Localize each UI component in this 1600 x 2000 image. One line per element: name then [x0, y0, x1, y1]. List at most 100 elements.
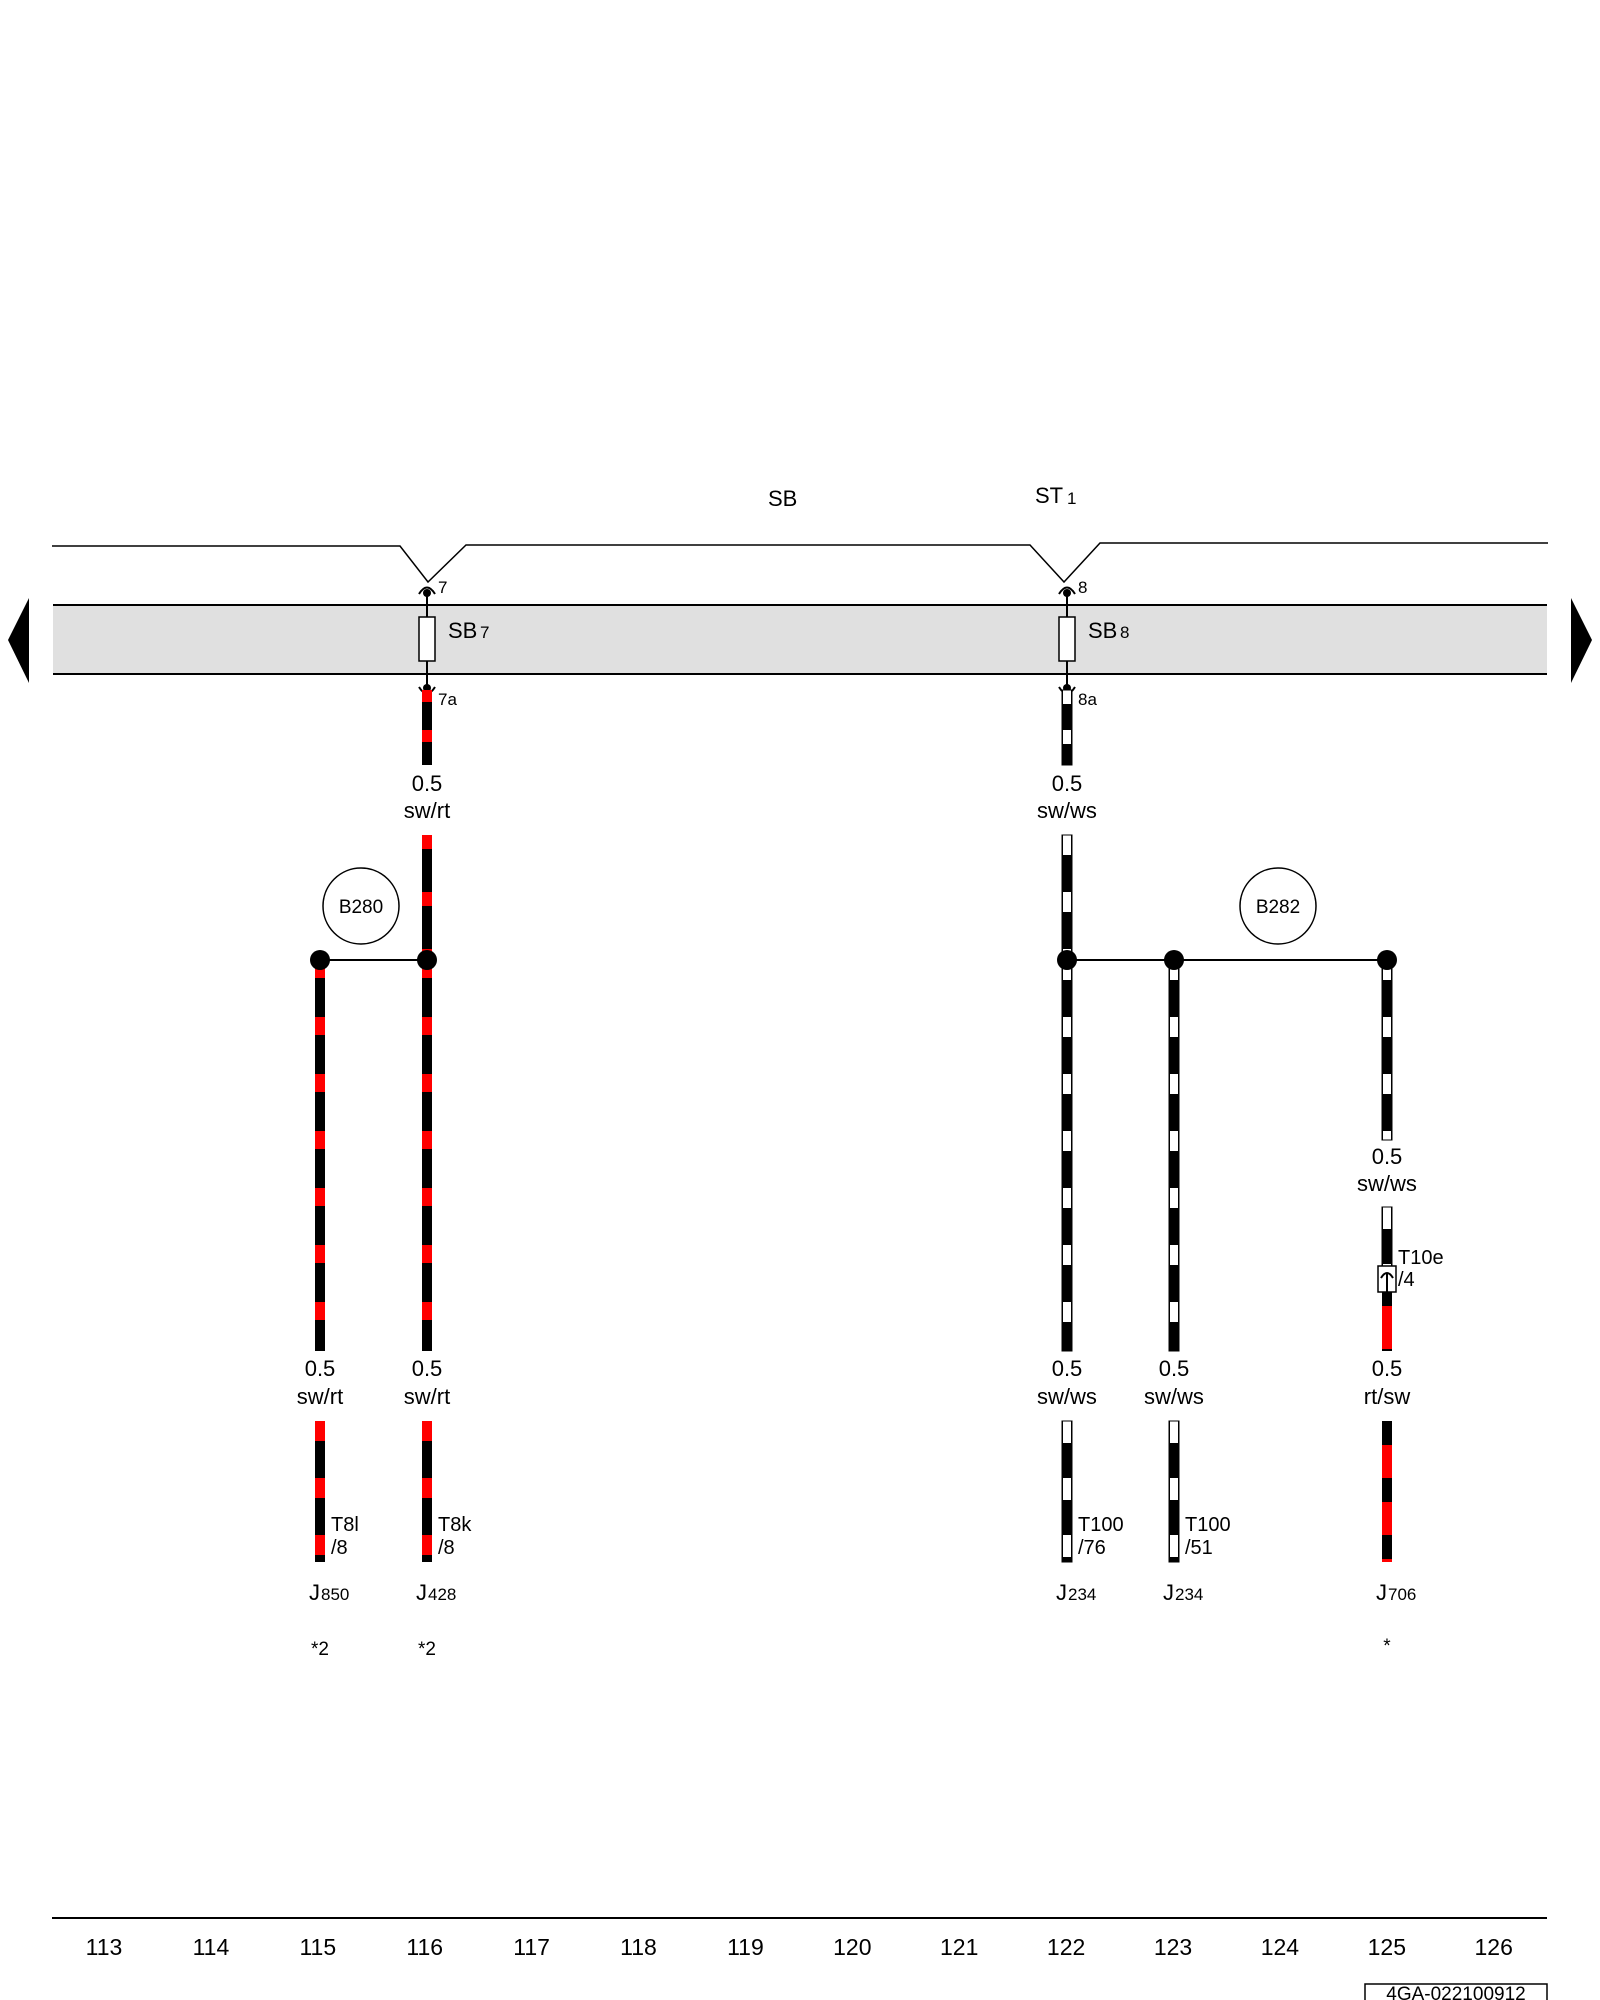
wire-w122b — [1061, 959, 1073, 1352]
column-number-124: 124 — [1261, 1934, 1300, 1960]
splice-node-icon — [417, 950, 437, 970]
svg-text:850: 850 — [321, 1585, 349, 1604]
column-number-126: 126 — [1475, 1934, 1513, 1960]
svg-text:/76: /76 — [1078, 1537, 1106, 1559]
wire-w123-stub — [1168, 1420, 1180, 1563]
splice-node-icon — [1377, 950, 1397, 970]
splice-node-icon — [1164, 950, 1184, 970]
wire-w116b — [422, 960, 432, 1351]
wire-w116b-stub — [422, 1421, 432, 1562]
svg-text:T100: T100 — [1078, 1514, 1124, 1536]
svg-text:T8l: T8l — [331, 1514, 359, 1536]
svg-text:0.5: 0.5 — [305, 1356, 336, 1381]
fuse-sb8-label: SB — [1088, 618, 1117, 643]
svg-text:234: 234 — [1068, 1585, 1096, 1604]
wire-w125a — [1381, 959, 1393, 1141]
wire-w125b-lower — [1382, 1421, 1392, 1562]
splice-b282-label: B282 — [1256, 897, 1300, 918]
wire-w122b-stub — [1061, 1420, 1073, 1563]
fuse-icon — [1058, 616, 1076, 662]
wire-label-w122a: 0.5 sw/ws — [1037, 771, 1097, 823]
svg-text:sw/ws: sw/ws — [1357, 1171, 1417, 1196]
fuse-sb8-bottom-pin: 8a — [1078, 690, 1097, 709]
splice-b282: B282 — [1239, 867, 1317, 945]
svg-text:sw/ws: sw/ws — [1037, 798, 1097, 823]
svg-text:sw/rt: sw/rt — [404, 1384, 450, 1409]
component-j234-a[interactable]: J 234 — [1056, 1580, 1096, 1605]
column-number-122: 122 — [1047, 1934, 1085, 1960]
wire-label-w123: 0.5 sw/ws — [1144, 1356, 1204, 1409]
svg-text:0.5: 0.5 — [1372, 1356, 1403, 1381]
wire-w122a-upper — [1061, 689, 1073, 766]
splice-b280-label: B280 — [339, 897, 383, 918]
component-j428[interactable]: J 428 — [416, 1580, 456, 1605]
svg-text:J: J — [1376, 1580, 1387, 1605]
fuse-sb8-sub: 8 — [1120, 623, 1129, 642]
svg-text:/51: /51 — [1185, 1537, 1213, 1559]
column-number-116: 116 — [406, 1934, 443, 1960]
fuse-sb8-top-pin: 8 — [1078, 578, 1087, 597]
splice-node-icon — [1057, 950, 1077, 970]
svg-text:0.5: 0.5 — [412, 771, 443, 796]
fuse-sb7-label: SB — [448, 618, 477, 643]
column-number-118: 118 — [620, 1934, 657, 1960]
svg-text:0.5: 0.5 — [1372, 1144, 1403, 1169]
wire-layer — [315, 689, 1393, 1563]
fuse-sb7-top-pin: 7 — [438, 578, 447, 597]
svg-text:T100: T100 — [1185, 1514, 1231, 1536]
svg-text:J: J — [1056, 1580, 1067, 1605]
svg-text:sw/rt: sw/rt — [297, 1384, 343, 1409]
footnote-j706: * — [1383, 1636, 1391, 1657]
footnote-j850: *2 — [311, 1639, 329, 1660]
st1-label: ST — [1035, 483, 1063, 508]
wire-label-w116b: 0.5 sw/rt — [404, 1356, 450, 1409]
svg-text:428: 428 — [428, 1585, 456, 1604]
bus-outline — [52, 542, 1548, 584]
svg-text:/8: /8 — [438, 1537, 455, 1559]
wire-w125a-stub — [1381, 1206, 1393, 1267]
component-j850[interactable]: J 850 — [309, 1580, 349, 1605]
column-number-120: 120 — [833, 1934, 871, 1960]
svg-text:234: 234 — [1175, 1585, 1203, 1604]
doc-id-box: 4GA-022100912 — [1364, 1983, 1548, 2000]
column-number-113: 113 — [86, 1934, 123, 1960]
fuse-carrier-bar — [53, 605, 1547, 674]
svg-text:/8: /8 — [331, 1537, 348, 1559]
splice-b280: B280 — [322, 867, 400, 945]
arrow-left-icon[interactable] — [8, 598, 29, 683]
wire-w116a-upper — [422, 690, 432, 765]
svg-text:0.5: 0.5 — [1052, 1356, 1083, 1381]
column-number-119: 119 — [727, 1934, 764, 1960]
footnote-j428: *2 — [418, 1639, 436, 1660]
fuse-icon — [418, 616, 436, 662]
column-number-123: 123 — [1154, 1934, 1192, 1960]
wire-w115-stub — [315, 1421, 325, 1562]
connector-t10e-pin: /4 — [1398, 1269, 1415, 1291]
fuse-sb8: SB 8 8 8a — [1058, 578, 1129, 709]
arrow-right-icon[interactable] — [1571, 598, 1592, 683]
svg-text:sw/ws: sw/ws — [1144, 1384, 1204, 1409]
connector-t100-76: T100 /76 — [1078, 1514, 1124, 1559]
column-number-125: 125 — [1368, 1934, 1406, 1960]
wire-w123 — [1168, 959, 1180, 1352]
wire-label-w122b: 0.5 sw/ws — [1037, 1356, 1097, 1409]
wire-label-w125a: 0.5 sw/ws — [1357, 1144, 1417, 1196]
component-j706[interactable]: J 706 — [1376, 1580, 1416, 1605]
svg-text:0.5: 0.5 — [1159, 1356, 1190, 1381]
svg-text:0.5: 0.5 — [1052, 771, 1083, 796]
splice-node-icon — [310, 950, 330, 970]
fuse-sb7-sub: 7 — [480, 623, 489, 642]
fuse-sb7-bottom-pin: 7a — [438, 690, 457, 709]
svg-text:T8k: T8k — [438, 1514, 472, 1536]
doc-id: 4GA-022100912 — [1386, 1984, 1525, 2000]
component-j234-b[interactable]: J 234 — [1163, 1580, 1203, 1605]
svg-text:J: J — [416, 1580, 427, 1605]
connector-t10e: T10e /4 — [1377, 1247, 1444, 1293]
connector-t10e-name: T10e — [1398, 1247, 1444, 1269]
column-number-114: 114 — [193, 1934, 230, 1960]
connector-t8k: T8k /8 — [438, 1514, 472, 1559]
svg-text:J: J — [309, 1580, 320, 1605]
svg-text:706: 706 — [1388, 1585, 1416, 1604]
wire-w115 — [315, 960, 325, 1351]
